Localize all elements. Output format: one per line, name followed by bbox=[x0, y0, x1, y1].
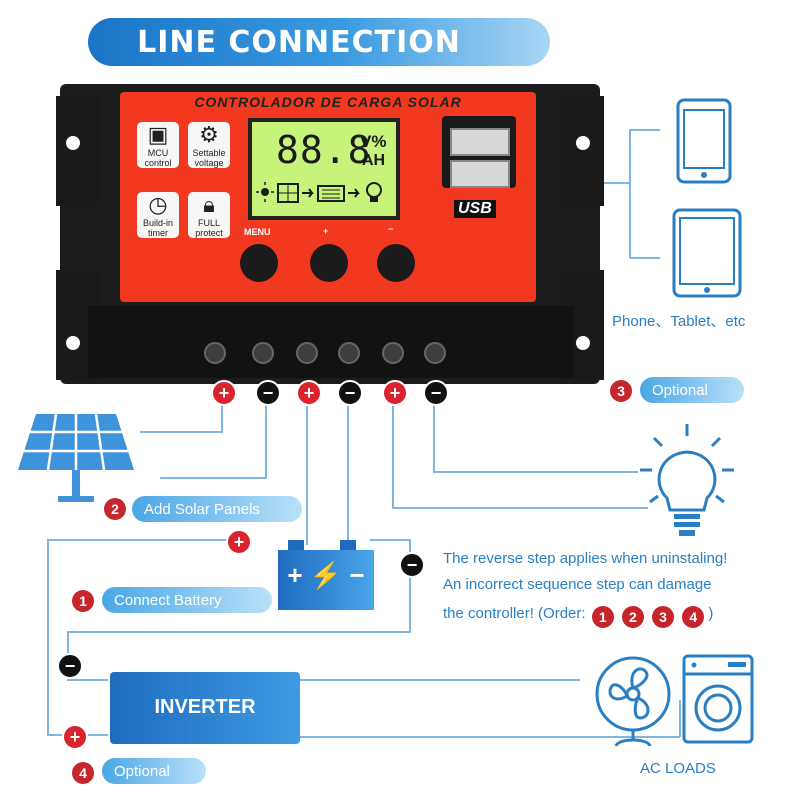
order-step-number: 3 bbox=[652, 606, 675, 628]
order-step-number: 2 bbox=[621, 606, 644, 628]
mounting-hole bbox=[576, 136, 590, 150]
warning-order-suffix: ) bbox=[708, 605, 714, 622]
order-step-number: 4 bbox=[682, 606, 705, 628]
light-bulb-icon bbox=[640, 424, 734, 536]
solar-panel-icon bbox=[18, 414, 134, 502]
warning-line-2: An incorrect sequence step can damage bbox=[443, 576, 712, 593]
terminal-screw-battery-pos bbox=[296, 342, 318, 364]
fan-icon bbox=[595, 656, 671, 747]
feature-voltage: ⚙ Settable voltage bbox=[188, 122, 230, 168]
phone-icon bbox=[676, 98, 732, 184]
bulb-mini-icon bbox=[366, 182, 382, 202]
plus-icon: + bbox=[296, 380, 322, 406]
solar-neg-wire bbox=[160, 404, 267, 479]
plus-icon: + bbox=[211, 380, 237, 406]
plus-button[interactable] bbox=[310, 244, 348, 282]
mounting-hole bbox=[66, 136, 80, 150]
plus-icon: + bbox=[62, 724, 88, 750]
feature-label: timer bbox=[148, 228, 168, 238]
minus-button[interactable] bbox=[377, 244, 415, 282]
tablet-icon bbox=[672, 208, 742, 298]
lock-icon: 🔒︎ bbox=[203, 192, 215, 217]
battery-terminal-neg bbox=[340, 540, 356, 550]
step-number: 2 bbox=[104, 498, 126, 520]
clock-icon: ◷ bbox=[148, 192, 168, 217]
feature-label: control bbox=[144, 158, 172, 168]
minus-icon: − bbox=[423, 380, 449, 406]
inverter-label: INVERTER bbox=[154, 696, 256, 718]
title-banner: LINE CONNECTION bbox=[88, 18, 550, 66]
controller-brand: CONTROLADOR DE CARGA SOLAR bbox=[194, 94, 462, 110]
terminal-screw-battery-neg bbox=[338, 342, 360, 364]
page-title: LINE CONNECTION bbox=[137, 24, 461, 60]
minus-icon: − bbox=[255, 380, 281, 406]
step-1-pill: Connect Battery bbox=[102, 587, 272, 613]
feature-timer: ◷ Build-in timer bbox=[137, 192, 179, 238]
inverter-neg-wire bbox=[67, 539, 411, 656]
load-pos-wire bbox=[392, 404, 648, 509]
step-number: 3 bbox=[610, 380, 632, 402]
minus-button-label: − bbox=[388, 224, 394, 234]
load-neg-wire bbox=[433, 404, 638, 473]
solar-panel-mini-icon bbox=[277, 183, 299, 203]
step-4-pill: Optional bbox=[102, 758, 206, 784]
step-2-pill: Add Solar Panels bbox=[132, 496, 302, 522]
feature-protect: 🔒︎ FULL protect bbox=[188, 192, 230, 238]
usb-label: USB bbox=[454, 200, 496, 218]
warning-line-1: The reverse step applies when uninstalin… bbox=[443, 550, 728, 567]
mounting-hole bbox=[66, 336, 80, 350]
order-step-number: 1 bbox=[591, 606, 614, 628]
battery-mini-icon bbox=[317, 185, 345, 202]
plus-button-label: + bbox=[323, 226, 329, 236]
step-number: 4 bbox=[72, 762, 94, 784]
feature-label: Settable bbox=[192, 148, 226, 158]
warning-order-prefix: the controller! (Order: bbox=[443, 605, 586, 622]
mounting-ear-right-top bbox=[560, 96, 604, 206]
usb-port-1[interactable] bbox=[450, 128, 510, 156]
mounting-hole bbox=[576, 336, 590, 350]
terminal-screw-solar-neg bbox=[252, 342, 274, 364]
minus-icon: − bbox=[337, 380, 363, 406]
warning-line-3: the controller! (Order: 1 2 3 4 ) bbox=[443, 602, 714, 628]
plus-icon: + bbox=[382, 380, 408, 406]
ac-loads-label: AC LOADS bbox=[640, 760, 716, 777]
lcd-unit-top: V% bbox=[360, 132, 387, 151]
terminal-screw-solar-pos bbox=[204, 342, 226, 364]
feature-label: MCU bbox=[147, 148, 169, 158]
devices-label: Phone、Tablet、etc bbox=[612, 313, 746, 330]
usb-port-2[interactable] bbox=[450, 160, 510, 188]
feature-label: Build-in bbox=[142, 218, 173, 228]
battery bbox=[278, 550, 374, 610]
chip-icon: ▣ bbox=[147, 122, 169, 147]
lcd-flow-indicator bbox=[256, 182, 382, 203]
feature-mcu: ▣ MCU control bbox=[137, 122, 179, 168]
minus-icon: − bbox=[57, 653, 83, 679]
inverter bbox=[110, 672, 300, 744]
menu-button-label: MENU bbox=[244, 227, 271, 237]
arrow-icon bbox=[302, 188, 314, 198]
battery-terminal-pos bbox=[288, 540, 304, 550]
minus-icon: − bbox=[399, 552, 425, 578]
lcd-digits: 88.8 bbox=[276, 128, 372, 172]
feature-label: voltage bbox=[194, 158, 224, 168]
step-number: 1 bbox=[72, 590, 94, 612]
washing-machine-icon bbox=[682, 654, 754, 744]
terminal-screw-load-neg bbox=[424, 342, 446, 364]
battery-symbol: + ⚡ − bbox=[287, 560, 365, 590]
step-3-pill: Optional bbox=[640, 377, 744, 403]
feature-label: protect bbox=[195, 228, 223, 238]
terminal-block bbox=[88, 306, 574, 378]
inverter-pos-wire bbox=[47, 539, 250, 736]
plus-icon: + bbox=[226, 529, 252, 555]
gear-icon: ⚙ bbox=[199, 122, 219, 147]
arrow-icon bbox=[348, 188, 360, 198]
sun-icon bbox=[256, 182, 274, 202]
menu-button[interactable] bbox=[240, 244, 278, 282]
lcd-unit-bottom: AH bbox=[362, 152, 386, 169]
mounting-ear-left-top bbox=[56, 96, 100, 206]
terminal-screw-load-pos bbox=[382, 342, 404, 364]
feature-label: FULL bbox=[197, 218, 220, 228]
solar-pos-wire bbox=[140, 402, 223, 433]
